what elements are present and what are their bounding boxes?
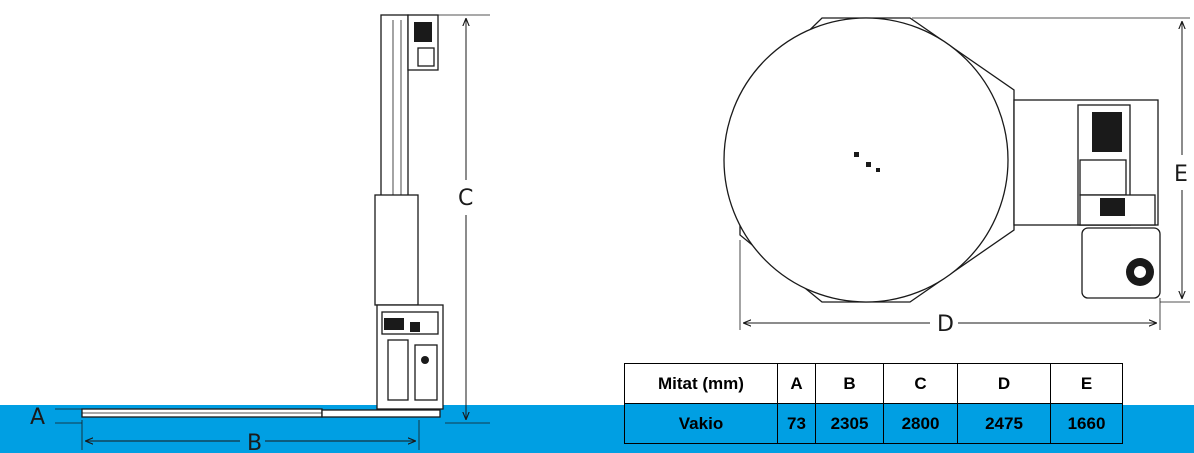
turntable-disc [723, 17, 1009, 303]
dim-label-e: E [1174, 162, 1188, 187]
table-header-row: Mitat (mm) A B C D E [624, 363, 1123, 404]
value-cell-b: 2305 [815, 403, 884, 444]
header-cell-d: D [957, 363, 1051, 404]
header-cell-measure: Mitat (mm) [624, 363, 778, 404]
header-cell-c: C [883, 363, 958, 404]
header-cell-a: A [777, 363, 816, 404]
header-cell-b: B [815, 363, 884, 404]
mast-lower [374, 194, 419, 306]
side-view [55, 14, 490, 450]
base-rail [321, 409, 441, 418]
dim-label-c: C [458, 186, 473, 211]
dimensions-table: Mitat (mm) A B C D E Vakio 73 2305 2800 … [624, 363, 1123, 444]
top-view [723, 17, 1190, 330]
dim-label-d: D [937, 312, 954, 337]
dim-label-a: A [30, 405, 45, 430]
header-cell-e: E [1050, 363, 1123, 404]
value-cell-a: 73 [777, 403, 816, 444]
value-cell-d: 2475 [957, 403, 1051, 444]
value-cell-e: 1660 [1050, 403, 1123, 444]
dim-label-b: B [247, 431, 262, 453]
value-cell-c: 2800 [883, 403, 958, 444]
row-label-cell: Vakio [624, 403, 778, 444]
table-row: Vakio 73 2305 2800 2475 1660 [624, 403, 1123, 444]
